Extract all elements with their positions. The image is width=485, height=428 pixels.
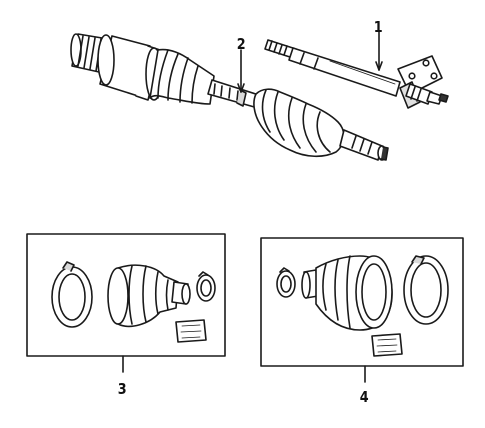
- leader-arrow-1: [375, 61, 383, 71]
- inner-boot-kit-icon: [260, 237, 464, 367]
- callout-number-3: 3: [117, 380, 127, 398]
- outer-boot-kit-icon: [26, 233, 226, 357]
- leader-arrow-2: [237, 83, 245, 93]
- callout-number-2: 2: [236, 35, 246, 53]
- intermediate-shaft-icon: [264, 39, 449, 109]
- axle-shaft-assembly-icon: [70, 33, 389, 161]
- callout-number-1: 1: [373, 18, 383, 36]
- callout-number-4: 4: [359, 388, 369, 406]
